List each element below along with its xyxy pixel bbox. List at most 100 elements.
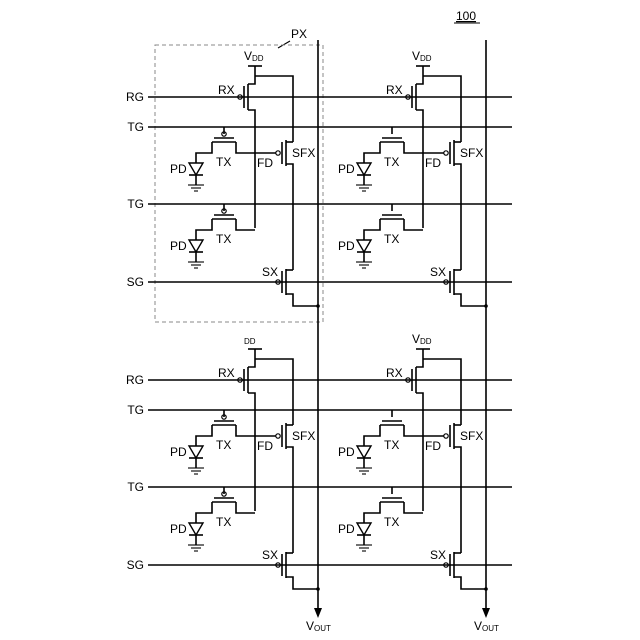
cell2-sfx-gate-bubble: [444, 151, 448, 155]
cell4-fd-label: FD: [425, 439, 441, 453]
cell1-rx-label: RX: [218, 83, 235, 97]
cell3-pd2-label: PD: [170, 522, 187, 536]
cell2-pd1-diode: [357, 163, 371, 175]
cell1-fd-label: FD: [257, 156, 273, 170]
cell4-pd1-label: PD: [338, 445, 355, 459]
cell2-tx2-label: TX: [384, 232, 399, 246]
cell2-bus-junction: [484, 304, 488, 308]
cell3-tx1-label: TX: [216, 438, 231, 452]
tg-line-lower-label-row2: TG: [127, 480, 144, 494]
cell4-vdd-to-sfx: [423, 359, 461, 425]
cell4-pd2-label: PD: [338, 522, 355, 536]
cell1-pd1-diode: [189, 163, 203, 175]
rg-line-label-row2: RG: [126, 373, 144, 387]
cell4-tx2-label: TX: [384, 515, 399, 529]
cell2-tx1-to-pd: [364, 142, 380, 163]
cell2-sx-label: SX: [430, 265, 446, 279]
cell4-sfx-gate-bubble: [444, 434, 448, 438]
cell3-pd2-diode: [189, 523, 203, 535]
cell3-sfx-gate-bubble: [276, 434, 280, 438]
cell4-sfx-source: [454, 447, 461, 553]
cell4-tx1-label: TX: [384, 438, 399, 452]
cell2-tx1-to-fd: [404, 142, 423, 153]
cell4-bus-junction: [484, 587, 488, 591]
cell1-sx-to-bus: [286, 294, 318, 306]
vout-label-1: VOUT: [306, 619, 331, 633]
cell2-sfx-label: SFX: [460, 146, 483, 160]
cell2-pd1-label: PD: [338, 162, 355, 176]
sg-line-label-row2: SG: [127, 558, 144, 572]
cell4-tx2-to-pd: [364, 502, 380, 523]
cell3-sfx-source: [286, 447, 293, 553]
cell2-pd2-label: PD: [338, 239, 355, 253]
cell2-fd-label: FD: [425, 156, 441, 170]
cell1-sx-label: SX: [262, 265, 278, 279]
cell4-sfx-label: SFX: [460, 429, 483, 443]
cell4-tx1-to-pd: [364, 425, 380, 446]
cell1-vdd-label: VDD: [244, 49, 264, 63]
cell3-sfx-label: SFX: [292, 429, 315, 443]
cell4-rx-drain: [416, 363, 423, 367]
cell1-sfx-label: SFX: [292, 146, 315, 160]
cell1-tx2-to-fd: [236, 219, 255, 230]
cell3-tx2-label: TX: [216, 515, 231, 529]
cell3-vdd-label: DD: [244, 337, 256, 346]
cell3-rx-label: RX: [218, 366, 235, 380]
cell3-pd1-label: PD: [170, 445, 187, 459]
cell2-sfx-source: [454, 164, 461, 270]
cell3-bus-junction: [316, 587, 320, 591]
cell2-vdd-label: VDD: [412, 49, 432, 63]
pixel-boundary-box: [155, 45, 323, 322]
cell1-tx2-label: TX: [216, 232, 231, 246]
cell1-tx1-to-fd: [236, 142, 255, 153]
cell1-pd2-diode: [189, 240, 203, 252]
output-arrow-2: [482, 608, 490, 618]
tg-line-upper-label-row1: TG: [127, 120, 144, 134]
cell2-pd2-diode: [357, 240, 371, 252]
cell1-vdd-to-sfx: [255, 76, 293, 142]
cell4-vdd-label: VDD: [412, 332, 432, 346]
cell2-tx2-to-pd: [364, 219, 380, 240]
cell1-bus-junction: [316, 304, 320, 308]
cell2-rx-label: RX: [386, 83, 403, 97]
cell2-rx-drain: [416, 80, 423, 84]
figure-reference-number: 100: [456, 9, 476, 23]
vout-label-2: VOUT: [474, 619, 499, 633]
cell2-sx-to-bus: [454, 294, 486, 306]
cell1-rx-drain: [248, 80, 255, 84]
cell4-pd1-diode: [357, 446, 371, 458]
cell3-pd1-diode: [189, 446, 203, 458]
cell1-tx1-label: TX: [216, 155, 231, 169]
cell2-tx2-to-fd: [404, 219, 423, 230]
sg-line-label-row1: SG: [127, 275, 144, 289]
cell4-tx1-to-fd: [404, 425, 423, 436]
cell3-fd-label: FD: [257, 439, 273, 453]
cell3-sx-label: SX: [262, 548, 278, 562]
pixel-label: PX: [291, 27, 307, 41]
cell1-pd2-label: PD: [170, 239, 187, 253]
cell1-pd1-label: PD: [170, 162, 187, 176]
cell4-sx-label: SX: [430, 548, 446, 562]
cell4-sx-to-bus: [454, 577, 486, 589]
cell1-tx1-to-pd: [196, 142, 212, 163]
cell4-tx2-to-fd: [404, 502, 423, 513]
cell2-vdd-to-sfx: [423, 76, 461, 142]
cell3-tx1-to-pd: [196, 425, 212, 446]
cell4-pd2-diode: [357, 523, 371, 535]
cell4-rx-label: RX: [386, 366, 403, 380]
cell3-vdd-to-sfx: [255, 359, 293, 425]
cell3-rx-drain: [248, 363, 255, 367]
cell2-tx1-label: TX: [384, 155, 399, 169]
cell3-tx1-to-fd: [236, 425, 255, 436]
cell3-tx2-to-fd: [236, 502, 255, 513]
cell1-sfx-source: [286, 164, 293, 270]
tg-line-lower-label-row1: TG: [127, 197, 144, 211]
rg-line-label-row1: RG: [126, 90, 144, 104]
cell3-sx-to-bus: [286, 577, 318, 589]
cell1-sfx-gate-bubble: [276, 151, 280, 155]
output-arrow-1: [314, 608, 322, 618]
cell3-tx2-to-pd: [196, 502, 212, 523]
cell1-tx2-to-pd: [196, 219, 212, 240]
